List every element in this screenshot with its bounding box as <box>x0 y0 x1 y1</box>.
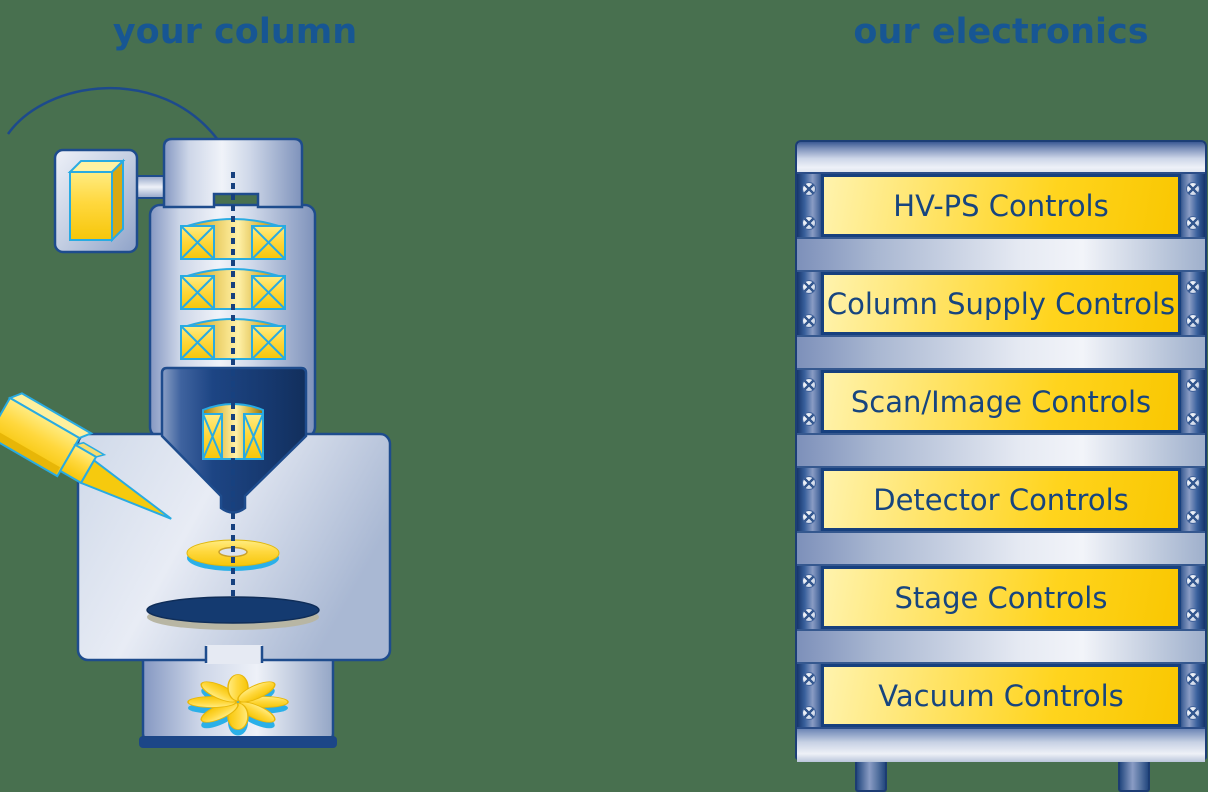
electron-gun-block <box>67 158 126 243</box>
screw-icon <box>802 672 816 686</box>
screw-icon <box>802 574 816 588</box>
module-panel-column-supply: Column Supply Controls <box>821 272 1181 335</box>
rack-spacer <box>797 335 1205 370</box>
sem-column-illustration <box>0 86 392 748</box>
rack-leg-right <box>1118 757 1150 792</box>
screw-icon <box>802 280 816 294</box>
rack-module-row-stage: Stage Controls <box>797 566 1205 629</box>
module-label: Vacuum Controls <box>878 678 1124 713</box>
rack-spacer <box>797 629 1205 664</box>
module-panel-vacuum: Vacuum Controls <box>821 664 1181 727</box>
module-panel-hvps: HV-PS Controls <box>821 174 1181 237</box>
left-heading: your column <box>112 12 358 52</box>
pump-base <box>139 736 337 748</box>
module-label: Column Supply Controls <box>826 286 1176 321</box>
rack-module-row-column-supply: Column Supply Controls <box>797 272 1205 335</box>
detector-probe-icon <box>0 392 172 520</box>
screw-icon <box>802 182 816 196</box>
module-label: Stage Controls <box>894 580 1108 615</box>
chamber-pump-port <box>204 645 264 664</box>
module-panel-detector: Detector Controls <box>821 468 1181 531</box>
rack-leg-left <box>855 757 887 792</box>
rack-module-row-scan-image: Scan/Image Controls <box>797 370 1205 433</box>
screw-icon <box>802 608 816 622</box>
screw-icon <box>802 510 816 524</box>
objective-coil-icon <box>202 403 264 460</box>
screw-icon <box>1186 182 1200 196</box>
rack-spacer <box>797 237 1205 272</box>
specimen-stage-icon <box>146 596 320 630</box>
screw-icon <box>1186 476 1200 490</box>
turbo-fan-icon <box>187 674 289 736</box>
screw-icon <box>802 314 816 328</box>
screw-icon <box>802 412 816 426</box>
module-label: HV-PS Controls <box>893 188 1109 223</box>
screw-icon <box>802 476 816 490</box>
screw-icon <box>802 216 816 230</box>
module-panel-stage: Stage Controls <box>821 566 1181 629</box>
screw-icon <box>1186 280 1200 294</box>
screw-icon <box>1186 574 1200 588</box>
right-heading: our electronics <box>853 12 1149 52</box>
screw-icon <box>1186 412 1200 426</box>
screw-icon <box>1186 608 1200 622</box>
screw-icon <box>1186 706 1200 720</box>
rack-module-row-vacuum: Vacuum Controls <box>797 664 1205 727</box>
rack-bottom-band <box>797 727 1205 762</box>
screw-icon <box>1186 216 1200 230</box>
rack-module-row-hvps: HV-PS Controls <box>797 174 1205 237</box>
module-label: Scan/Image Controls <box>850 384 1152 419</box>
electronics-rack: HV-PS Controls Column Supply Controls Sc… <box>795 140 1207 762</box>
signal-wire <box>6 86 219 141</box>
screw-icon <box>1186 378 1200 392</box>
rack-spacer <box>797 531 1205 566</box>
module-panel-scan-image: Scan/Image Controls <box>821 370 1181 433</box>
rack-module-row-detector: Detector Controls <box>797 468 1205 531</box>
screw-icon <box>802 378 816 392</box>
screw-icon <box>802 706 816 720</box>
rack-spacer <box>797 433 1205 468</box>
screw-icon <box>1186 672 1200 686</box>
module-label: Detector Controls <box>873 482 1129 517</box>
screw-icon <box>1186 314 1200 328</box>
rack-top-band <box>797 142 1205 174</box>
screw-icon <box>1186 510 1200 524</box>
aperture-disc-icon <box>186 539 280 571</box>
